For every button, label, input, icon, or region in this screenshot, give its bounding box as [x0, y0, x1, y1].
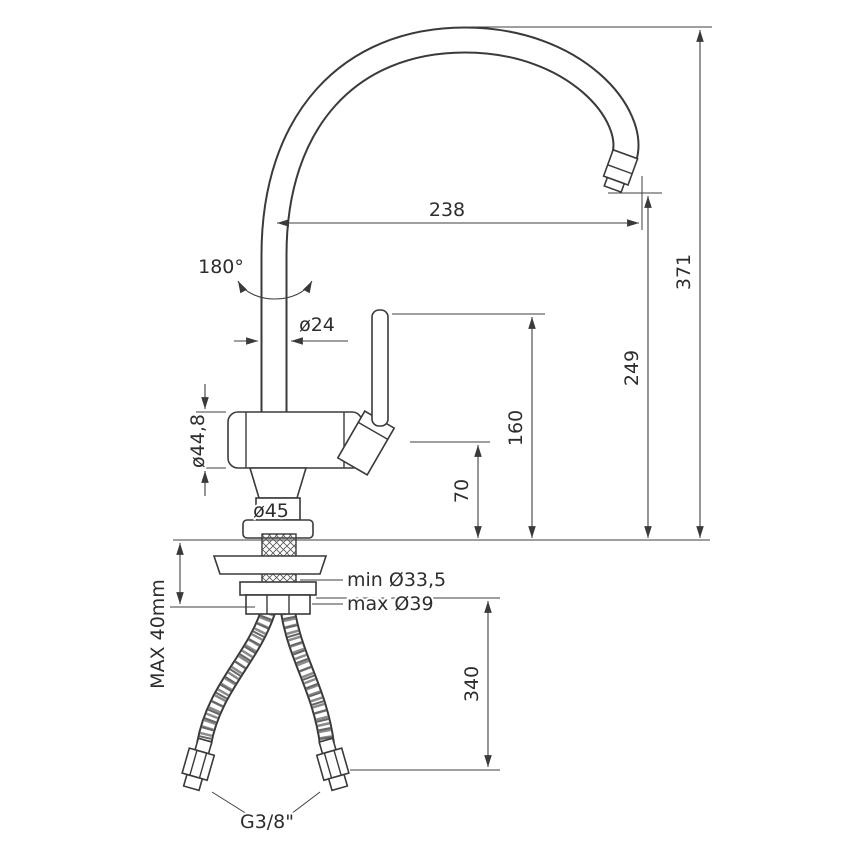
mounting-washer [239, 581, 317, 596]
dim-spout-reach-label: 238 [429, 199, 465, 221]
dim-outlet-height-label: 249 [621, 350, 643, 386]
dim-swivel-angle-label: 180° [198, 256, 244, 278]
mounting-nut [245, 594, 311, 615]
dim-body-diameter-label: ø44,8 [187, 414, 209, 468]
dim-hole-min-label: min Ø33,5 [347, 569, 446, 591]
handle-lever [371, 309, 389, 427]
mounting-plate [212, 555, 328, 575]
leader-line [290, 791, 321, 815]
swivel-arrow [237, 280, 313, 300]
spout-tube-body [262, 28, 638, 424]
dimension-annotations: 238 371 249 160 70 340 180° ø24 [145, 26, 712, 835]
dim-hole-max-label: max Ø39 [347, 593, 434, 615]
dim-counter-thickness-label: MAX 40mm [147, 579, 169, 689]
hose-connector-right [315, 737, 350, 792]
body-cone [248, 467, 308, 499]
dim-body-height-label: 70 [451, 479, 473, 503]
hose-left [196, 609, 276, 746]
dim-lever-height-label: 160 [505, 410, 527, 446]
spout-nozzle [602, 148, 639, 194]
leader-line [211, 791, 248, 815]
hose-right [280, 610, 335, 746]
dim-base-diameter-label: ø45 [253, 500, 289, 522]
dim-hose-length-label: 340 [461, 666, 483, 702]
hose-connector-left [181, 737, 216, 792]
dim-total-height-label: 371 [673, 254, 695, 290]
dim-riser-diameter-label: ø24 [299, 314, 335, 336]
aerator-tip [603, 176, 626, 194]
faucet-figure [173, 26, 710, 792]
dim-hose-thread-label: G3/8" [240, 811, 294, 833]
